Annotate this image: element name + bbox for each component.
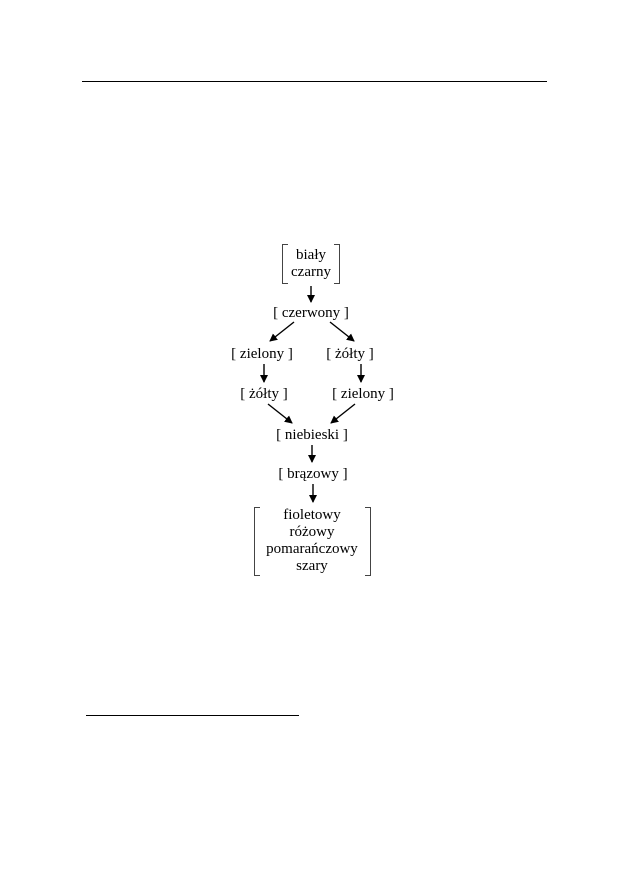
bottom-group-item: szary <box>296 558 328 574</box>
top-group-item: biały <box>296 247 326 263</box>
top-group-right-bracket <box>334 244 340 284</box>
top-group-left-bracket <box>282 244 288 284</box>
node-zielony-right: [ zielony ] <box>332 386 394 402</box>
bottom-group-left-bracket <box>254 507 260 576</box>
bottom-group-right-bracket <box>365 507 371 576</box>
top-group-item: czarny <box>291 264 331 280</box>
node-niebieski: [ niebieski ] <box>276 427 348 443</box>
header-rule <box>82 81 547 82</box>
bottom-group-labels: fioletowy różowy pomarańczowy szary <box>266 507 358 575</box>
edge-czerwony-to-zolty-right <box>329 321 355 342</box>
bottom-group-item: różowy <box>289 524 335 540</box>
node-zolty-left: [ żółty ] <box>240 386 288 402</box>
edge-zolty-left-to-niebieski <box>267 403 293 424</box>
edge-czerwony-to-zielony-left <box>269 321 295 342</box>
edge-zielony-right-to-niebieski <box>330 403 356 424</box>
node-brazowy: [ brązowy ] <box>278 466 348 482</box>
node-zolty-right: [ żółty ] <box>326 346 374 362</box>
node-czerwony: [ czerwony ] <box>273 305 349 321</box>
footnote-rule <box>86 715 299 716</box>
bottom-group-item: fioletowy <box>283 507 341 523</box>
bottom-group-item: pomarańczowy <box>266 541 358 557</box>
top-group-labels: biały czarny <box>291 247 331 281</box>
node-zielony-left: [ zielony ] <box>231 346 293 362</box>
